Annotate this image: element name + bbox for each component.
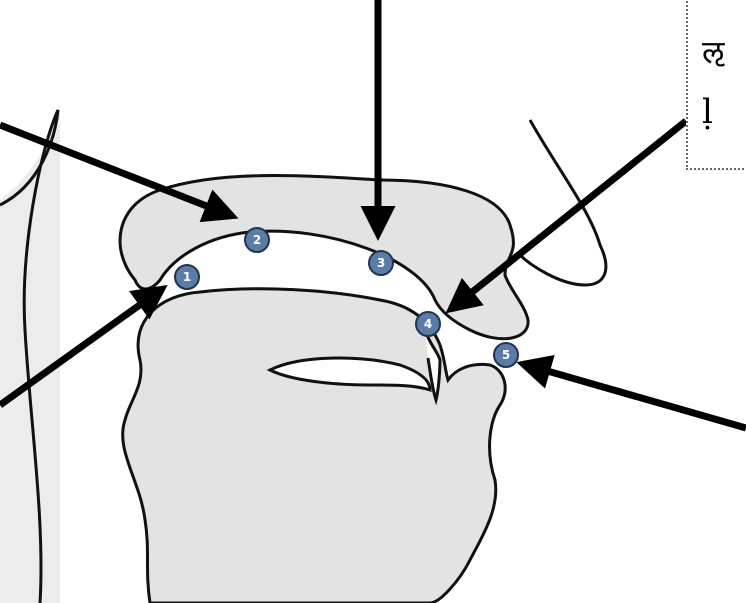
transliteration-letter: ḷ <box>702 92 713 132</box>
marker-5: 5 <box>494 343 518 367</box>
marker-3-number: 3 <box>377 256 385 270</box>
devanagari-letter: ऌ <box>702 30 724 73</box>
marker-1: 1 <box>175 265 199 289</box>
marker-4-number: 4 <box>424 317 432 331</box>
marker-2: 2 <box>245 228 269 252</box>
back-of-head-shape <box>0 100 60 603</box>
marker-1-number: 1 <box>183 270 191 284</box>
marker-4: 4 <box>416 312 440 336</box>
marker-5-number: 5 <box>502 348 510 362</box>
marker-3: 3 <box>369 251 393 275</box>
sound-label-box: ऌ ḷ <box>686 0 746 170</box>
arrow-to-marker-5 <box>523 364 746 428</box>
lower-face-shape <box>123 289 506 603</box>
nose-outline <box>520 120 606 285</box>
marker-2-number: 2 <box>253 233 261 247</box>
